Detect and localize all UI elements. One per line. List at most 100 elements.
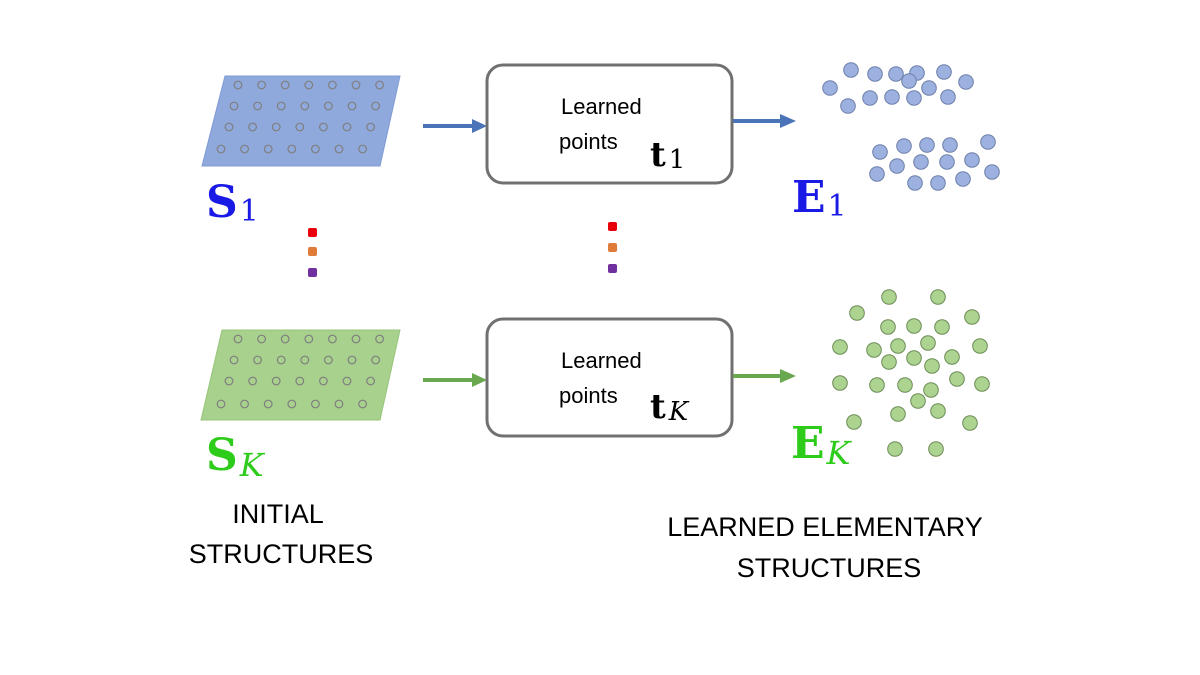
learned-points-box-1-line2: points <box>559 129 618 154</box>
grid-point <box>366 122 376 132</box>
learned-elementary-caption-line2: STRUCTURES <box>737 553 922 583</box>
learned-point <box>840 98 856 114</box>
learned-point <box>928 441 944 457</box>
grid-point <box>257 80 267 90</box>
grid-point <box>342 122 352 132</box>
grid-point <box>224 376 234 386</box>
learned-point <box>924 358 940 374</box>
grid-point <box>287 399 297 409</box>
initial-structure-grid-k <box>216 334 385 409</box>
input-arrow-1 <box>423 119 487 133</box>
grid-point <box>276 355 286 365</box>
grid-point <box>263 144 273 154</box>
grid-point <box>371 101 381 111</box>
grid-point <box>371 355 381 365</box>
learned-point <box>910 393 926 409</box>
learned-point <box>939 154 955 170</box>
learned-points-box-k-line2: points <box>559 383 618 408</box>
vertical-ellipsis-left <box>308 228 317 277</box>
grid-point <box>328 80 337 90</box>
learned-point <box>889 158 905 174</box>
learned-point <box>901 73 917 89</box>
initial-structure-grid-1 <box>216 80 385 154</box>
grid-point <box>280 334 290 344</box>
grid-point <box>240 399 250 409</box>
initial-structure-label-k: SK <box>206 430 266 484</box>
learned-point <box>964 309 980 325</box>
learned-point <box>887 441 903 457</box>
learned-point <box>881 289 897 305</box>
learned-points-box-1 <box>485 63 734 185</box>
learned-point <box>907 175 923 191</box>
learned-point <box>846 414 862 430</box>
learned-point <box>890 338 906 354</box>
grid-point <box>229 355 239 365</box>
learned-point <box>930 175 946 191</box>
grid-point <box>311 144 320 154</box>
elementary-structure-label-k: EK <box>791 418 853 472</box>
initial-structure-plane-k <box>200 329 401 421</box>
grid-point <box>216 399 226 409</box>
learned-point <box>890 406 906 422</box>
learned-point <box>972 338 988 354</box>
learned-points-box-k <box>485 317 734 438</box>
grid-point <box>347 355 357 365</box>
elementary-structure-points-1 <box>822 62 1000 191</box>
learned-point <box>944 349 960 365</box>
grid-point <box>324 355 333 365</box>
learned-point <box>896 138 912 154</box>
learned-point <box>849 305 865 321</box>
output-arrow-1 <box>733 114 796 128</box>
grid-point <box>271 122 281 132</box>
grid-point <box>263 399 273 409</box>
grid-point <box>358 399 368 409</box>
learned-point <box>888 66 904 82</box>
learned-point <box>930 289 946 305</box>
learned-point <box>832 339 848 355</box>
learned-point <box>955 171 971 187</box>
learned-point <box>984 164 1000 180</box>
grid-point <box>216 144 226 154</box>
grid-point <box>300 355 310 365</box>
learned-points-box-1-line1: Learned <box>561 94 642 119</box>
grid-point <box>304 80 314 90</box>
grid-point <box>358 144 368 154</box>
learned-point <box>862 90 878 106</box>
grid-point <box>257 334 267 344</box>
learned-point <box>930 403 946 419</box>
learned-point <box>934 319 950 335</box>
learned-point <box>906 318 922 334</box>
grid-point <box>300 101 310 111</box>
grid-point <box>280 80 290 90</box>
grid-point <box>248 122 258 132</box>
grid-point <box>253 355 263 365</box>
grid-point <box>240 144 250 154</box>
learned-point <box>867 66 883 82</box>
learned-point <box>906 90 922 106</box>
learned-point <box>897 377 913 393</box>
learned-point <box>919 137 935 153</box>
learned-point <box>949 371 965 387</box>
learned-point <box>832 375 848 391</box>
grid-point <box>366 376 376 386</box>
grid-point <box>295 376 305 386</box>
grid-point <box>311 399 320 409</box>
learned-point <box>881 354 897 370</box>
learned-point <box>923 382 939 398</box>
grid-point <box>351 334 361 344</box>
learned-point <box>872 144 888 160</box>
grid-point <box>319 376 328 386</box>
learned-point <box>869 166 885 182</box>
learned-elementary-caption-line1: LEARNED ELEMENTARY <box>667 512 983 542</box>
output-arrow-k <box>733 369 796 383</box>
grid-point <box>229 101 239 111</box>
input-arrow-k <box>423 373 487 387</box>
learned-point <box>880 319 896 335</box>
grid-point <box>324 101 333 111</box>
grid-point <box>319 122 328 132</box>
learned-point <box>920 335 936 351</box>
